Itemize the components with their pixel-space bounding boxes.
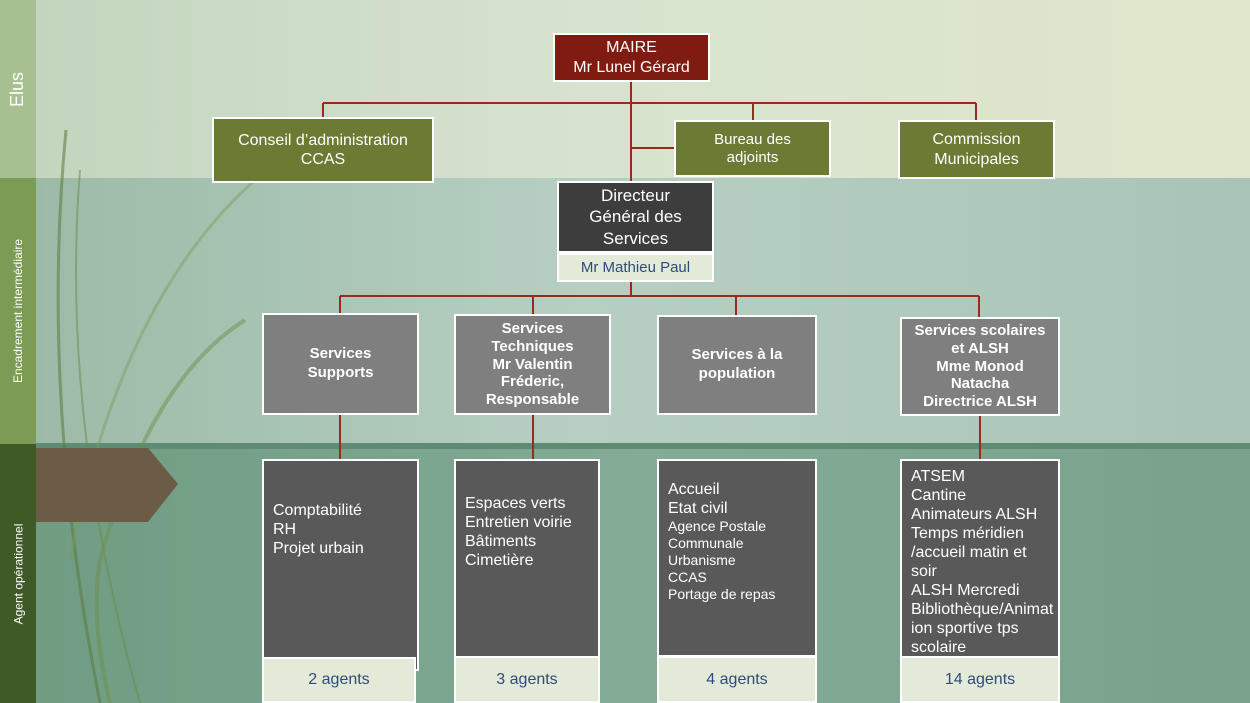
list-supports: Comptabilité RH Projet urbain xyxy=(262,459,419,671)
service-1-line-1: Services xyxy=(309,345,372,363)
list-scolaires: ATSEM Cantine Animateurs ALSH Temps méri… xyxy=(900,459,1060,658)
service-2-line-4: Fréderic, xyxy=(500,373,565,391)
service-4-line-3: Mme Monod xyxy=(936,357,1024,375)
service-population-box: Services à la population xyxy=(657,315,817,415)
list-item: ion sportive tps xyxy=(911,620,1019,637)
agents-count-techniques: 3 agents xyxy=(454,656,600,703)
commission-line-2: Municipales xyxy=(934,150,1019,168)
conseil-line-1: Conseil d’administration xyxy=(238,131,408,149)
agents-count: 3 agents xyxy=(496,670,558,688)
agents-count: 14 agents xyxy=(944,670,1016,688)
agents-count-supports: 2 agents xyxy=(262,657,416,703)
list-item: Entretien voirie xyxy=(465,514,572,531)
list-item: Portage de repas xyxy=(668,586,776,602)
service-4-line-5: Directrice ALSH xyxy=(923,393,1037,411)
service-techniques-box: Services Techniques Mr Valentin Fréderic… xyxy=(454,314,611,415)
agents-count: 4 agents xyxy=(706,670,768,688)
list-item: Etat civil xyxy=(668,500,728,517)
bureau-box: Bureau des adjoints xyxy=(674,120,831,177)
list-item: RH xyxy=(273,521,297,538)
service-4-line-1: Services scolaires xyxy=(914,322,1046,340)
list-population: Accueil Etat civil Agence Postale Commun… xyxy=(657,459,817,657)
agents-count-population: 4 agents xyxy=(657,656,817,703)
dgs-line-3: Services xyxy=(602,228,669,248)
bureau-line-1: Bureau des xyxy=(714,130,791,148)
conseil-line-2: CCAS xyxy=(300,151,346,168)
sidebar-agent xyxy=(0,444,36,703)
list-item: Agence Postale xyxy=(668,518,767,534)
dgs-name: Mr Mathieu Paul xyxy=(580,258,691,276)
maire-title: MAIRE xyxy=(606,39,657,57)
commission-box: Commission Municipales xyxy=(898,120,1055,179)
service-2-line-1: Services xyxy=(501,320,564,338)
dgs-line-2: Général des xyxy=(589,207,682,227)
arrow-shape xyxy=(36,448,178,522)
list-item: Temps méridien xyxy=(911,525,1024,542)
dgs-name-box: Mr Mathieu Paul xyxy=(557,253,714,282)
list-item: ALSH Mercredi xyxy=(911,582,1020,599)
list-item: /accueil matin et xyxy=(911,544,1027,561)
service-1-line-2: Supports xyxy=(307,364,374,381)
list-techniques: Espaces verts Entretien voirie Bâtiments… xyxy=(454,459,600,659)
service-supports-box: Services Supports xyxy=(262,313,419,415)
list-item: Accueil xyxy=(668,481,720,498)
list-item: Bâtiments xyxy=(465,533,537,550)
maire-box: MAIRE Mr Lunel Gérard xyxy=(553,33,710,82)
service-scolaires-box: Services scolaires et ALSH Mme Monod Nat… xyxy=(900,317,1060,416)
service-3-line-2: population xyxy=(698,365,776,382)
service-2-line-3: Mr Valentin xyxy=(492,355,573,373)
list-item: CCAS xyxy=(668,569,707,585)
list-item: Animateurs ALSH xyxy=(911,506,1038,523)
list-item: Bibliothèque/Animat xyxy=(911,601,1054,618)
list-item: ATSEM xyxy=(911,468,965,485)
band-separator xyxy=(36,443,1250,449)
commission-line-1: Commission xyxy=(932,131,1021,149)
service-2-line-2: Techniques xyxy=(491,337,574,355)
agents-count: 2 agents xyxy=(308,671,370,689)
agents-count-scolaires: 14 agents xyxy=(900,656,1060,703)
list-item: Espaces verts xyxy=(465,495,566,512)
list-item: scolaire xyxy=(911,639,967,656)
conseil-box: Conseil d’administration CCAS xyxy=(212,117,434,183)
list-item: Comptabilité xyxy=(273,502,362,519)
bureau-line-2: adjoints xyxy=(726,148,779,166)
list-item: Urbanisme xyxy=(668,552,736,568)
list-item: soir xyxy=(911,563,937,580)
list-item: Communale xyxy=(668,535,744,551)
sidebar-encadrement xyxy=(0,178,36,444)
list-item: Projet urbain xyxy=(273,540,364,557)
service-4-line-4: Natacha xyxy=(950,375,1010,393)
dgs-line-1: Directeur xyxy=(601,186,670,206)
maire-name: Mr Lunel Gérard xyxy=(573,58,690,76)
service-3-line-1: Services à la xyxy=(691,346,783,364)
sidebar-elus xyxy=(0,0,36,178)
list-item: Cimetière xyxy=(465,552,534,569)
service-4-line-2: et ALSH xyxy=(951,339,1009,357)
service-2-line-5: Responsable xyxy=(485,391,580,409)
dgs-box: Directeur Général des Services xyxy=(557,181,714,253)
list-item: Cantine xyxy=(911,487,967,504)
